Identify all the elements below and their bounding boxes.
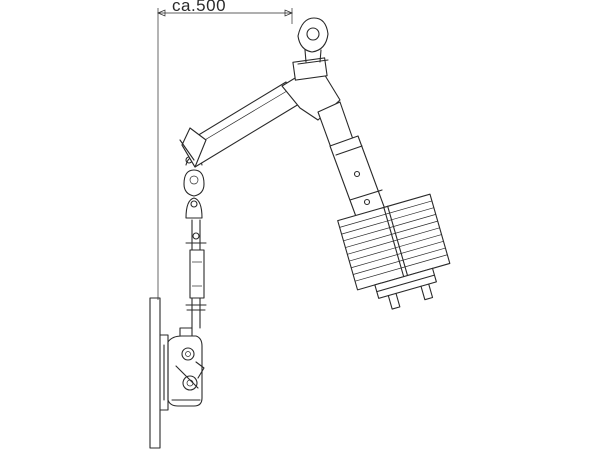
vertical-strut — [185, 219, 207, 329]
dimension-label: ca.500 — [172, 0, 226, 15]
clamp-unit — [167, 327, 205, 407]
telescopic-leg — [317, 101, 387, 223]
counterweight-stack — [337, 193, 451, 310]
wall-plate — [149, 297, 169, 449]
top-head — [281, 17, 341, 121]
boom-arm — [179, 81, 300, 168]
dimension-line: ca.500 — [157, 0, 293, 300]
